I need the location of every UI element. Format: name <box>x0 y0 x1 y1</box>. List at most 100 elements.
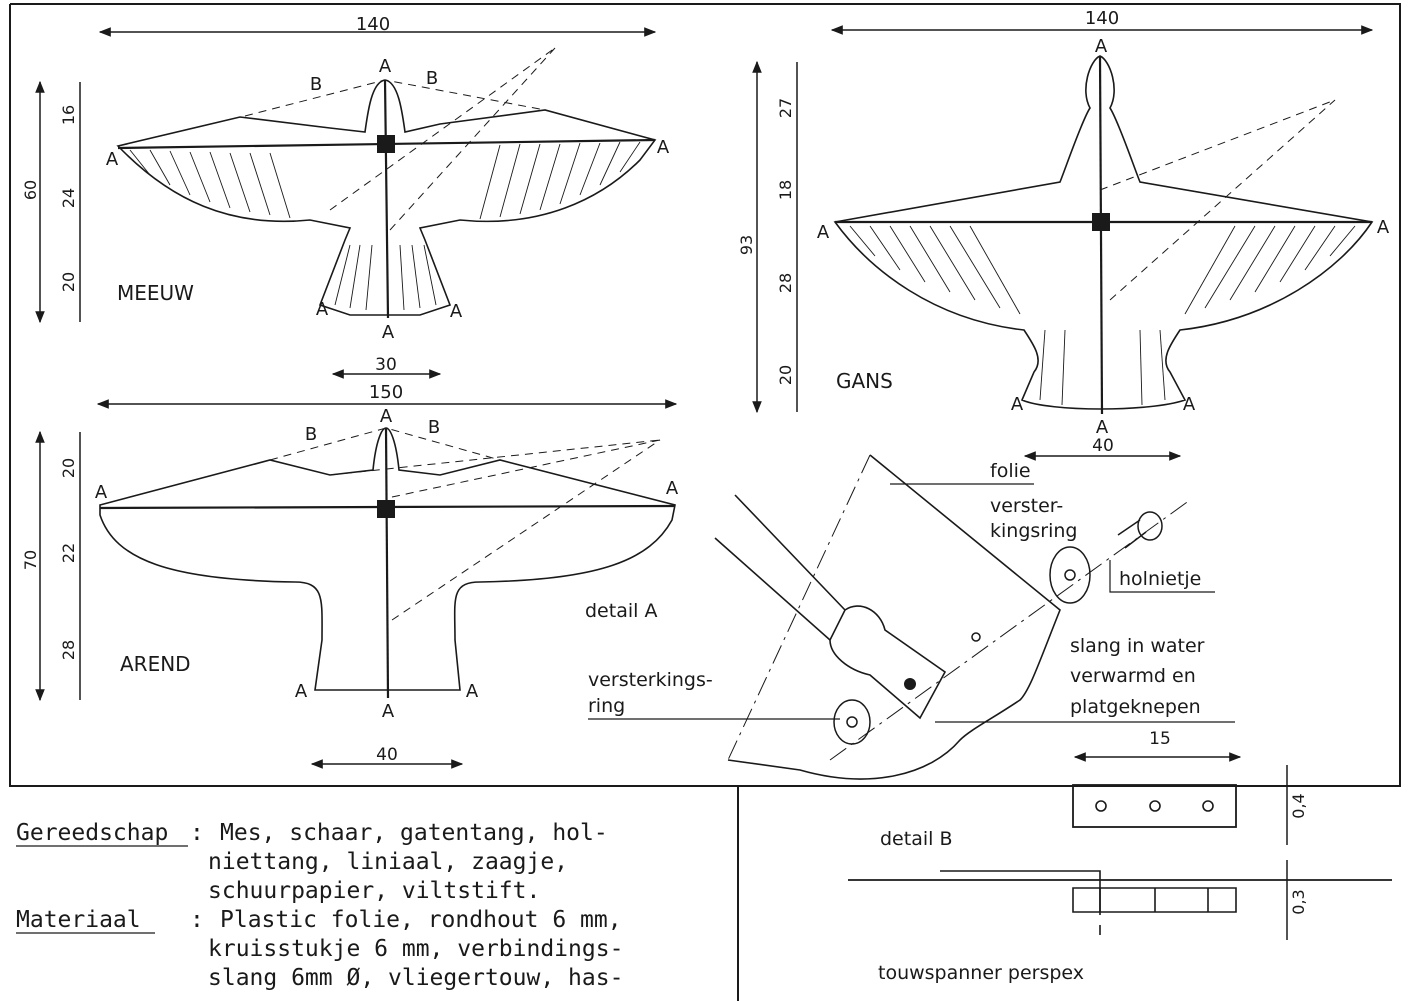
frame <box>9 3 1401 1001</box>
meeuw-bridle-lines <box>244 47 556 231</box>
detail-a-rivet <box>1117 519 1147 549</box>
detail-a-ring-left-2: ring <box>588 695 625 717</box>
meeuw-point-a-right: A <box>657 137 670 158</box>
meeuw-kite: 140 A B B A A A A A MEEUW 60 16 24 20 <box>21 14 670 379</box>
meeuw-point-b-right: B <box>426 68 438 89</box>
gans-kite: 140 A A A A A A GANS 93 27 18 28 20 40 <box>737 8 1390 461</box>
detail-b: 15 0,4 detail B 0,3 touwspanner perspex <box>848 729 1392 984</box>
detail-a-holnietje: holnietje <box>1119 568 1201 590</box>
arend-segment-2: 22 <box>59 543 78 563</box>
arend-spine <box>384 427 390 699</box>
gans-segment-2: 18 <box>776 180 795 200</box>
tools-line-3: schuurpapier, viltstift. <box>208 878 540 904</box>
arend-point-a-right: A <box>666 478 679 499</box>
arend-outline <box>99 427 676 691</box>
material-line-3: slang 6mm Ø, vliegertouw, has- <box>208 965 623 991</box>
meeuw-tail-label: 30 <box>375 355 397 375</box>
detail-a-folie: folie <box>990 460 1031 482</box>
detail-a: detail A folie verster- kingsring holnie… <box>585 454 1235 780</box>
gans-segment-4: 20 <box>776 365 795 385</box>
arend-point-a-tail-right: A <box>466 681 479 702</box>
gans-outline <box>833 55 1374 410</box>
meeuw-height-label: 60 <box>21 180 40 200</box>
material-line-2: kruisstukje 6 mm, verbindings- <box>208 936 623 962</box>
gans-tail-label: 40 <box>1092 436 1114 456</box>
detail-a-axis <box>829 499 1191 761</box>
tools-line-2: niettang, liniaal, zaagje, <box>208 849 568 875</box>
arend-kite: 150 A B B A A A A A AREND 70 20 22 28 40 <box>21 382 679 769</box>
arend-point-a-tail-left: A <box>295 681 308 702</box>
tools-line-1: Mes, schaar, gatentang, hol- <box>220 820 608 846</box>
arend-tail-label: 40 <box>376 745 398 765</box>
gans-feathers <box>849 225 1356 406</box>
detail-b-title: detail B <box>880 828 952 850</box>
meeuw-segment-2: 24 <box>59 188 78 208</box>
detail-b-height-bottom: 0,3 <box>1289 889 1308 914</box>
detail-b-width-label: 15 <box>1149 729 1171 749</box>
gans-segment-3: 28 <box>776 273 795 293</box>
meeuw-point-a-top: A <box>379 56 392 77</box>
detail-a-hose <box>829 605 947 720</box>
gans-width-label: 140 <box>1085 8 1119 29</box>
gans-point-a-top: A <box>1095 36 1108 57</box>
gans-point-a-tail-left: A <box>1011 394 1024 415</box>
detail-a-slang-2: verwarmd en <box>1070 665 1196 687</box>
arend-segment-3: 28 <box>59 640 78 660</box>
gans-spine <box>1098 55 1104 415</box>
detail-a-slang-3: platgeknepen <box>1070 696 1201 718</box>
detail-a-rod <box>714 494 846 641</box>
material-line-1: Plastic folie, rondhout 6 mm, <box>220 907 622 933</box>
gans-segment-1: 27 <box>776 98 795 118</box>
material-separator: : <box>190 907 204 933</box>
arend-point-a-bottom: A <box>382 701 395 722</box>
arend-point-b-left: B <box>305 424 317 445</box>
meeuw-point-b-left: B <box>310 74 322 95</box>
arend-name: AREND <box>120 652 191 676</box>
gans-cross-piece <box>1092 213 1110 231</box>
detail-b-caption: touwspanner perspex <box>878 962 1084 984</box>
meeuw-cross-piece <box>377 135 395 153</box>
gans-bridle-lines <box>1099 99 1336 301</box>
detail-a-foil-fold <box>727 454 871 761</box>
arend-point-a-left: A <box>95 482 108 503</box>
material-label: Materiaal <box>16 907 141 933</box>
meeuw-width-label: 140 <box>356 14 390 35</box>
arend-segment-1: 20 <box>59 458 78 478</box>
detail-a-slang-1: slang in water <box>1070 635 1205 657</box>
detail-b-height-top: 0,4 <box>1289 793 1308 818</box>
detail-b-tensioner <box>1072 887 1237 913</box>
arend-cross-piece <box>377 500 395 518</box>
detail-a-ring-top-1: verster- <box>990 495 1063 517</box>
tools-separator: : <box>190 820 204 846</box>
gans-point-a-bottom: A <box>1096 417 1109 438</box>
arend-width-label: 150 <box>369 382 403 403</box>
gans-point-a-right: A <box>1377 217 1390 238</box>
gans-name: GANS <box>836 369 893 393</box>
meeuw-point-a-tail-right: A <box>450 301 463 322</box>
detail-b-plate <box>1072 784 1237 828</box>
detail-a-hole <box>904 678 916 690</box>
gans-point-a-tail-right: A <box>1183 394 1196 415</box>
arend-point-a-top: A <box>380 406 393 427</box>
meeuw-point-a-left: A <box>106 149 119 170</box>
arend-point-b-right: B <box>428 417 440 438</box>
arend-height-label: 70 <box>21 550 40 570</box>
detail-a-ring-top-2: kingsring <box>990 520 1077 542</box>
detail-a-foil-edge <box>727 454 1061 780</box>
detail-a-ring-upper <box>1049 546 1091 604</box>
detail-a-title: detail A <box>585 600 657 622</box>
meeuw-spine <box>383 79 390 319</box>
meeuw-feathers <box>129 141 641 311</box>
detail-b-string-path <box>940 870 1101 935</box>
tools-label: Gereedschap <box>16 820 168 846</box>
meeuw-segment-1: 16 <box>59 105 78 125</box>
gans-height-label: 93 <box>737 235 756 255</box>
meeuw-point-a-tail-left: A <box>316 299 329 320</box>
meeuw-segment-3: 20 <box>59 272 78 292</box>
meeuw-name: MEEUW <box>117 281 194 305</box>
gans-point-a-left: A <box>817 222 830 243</box>
materials-list: Gereedschap : Mes, schaar, gatentang, ho… <box>16 820 623 991</box>
arend-bridle-lines <box>269 427 661 621</box>
